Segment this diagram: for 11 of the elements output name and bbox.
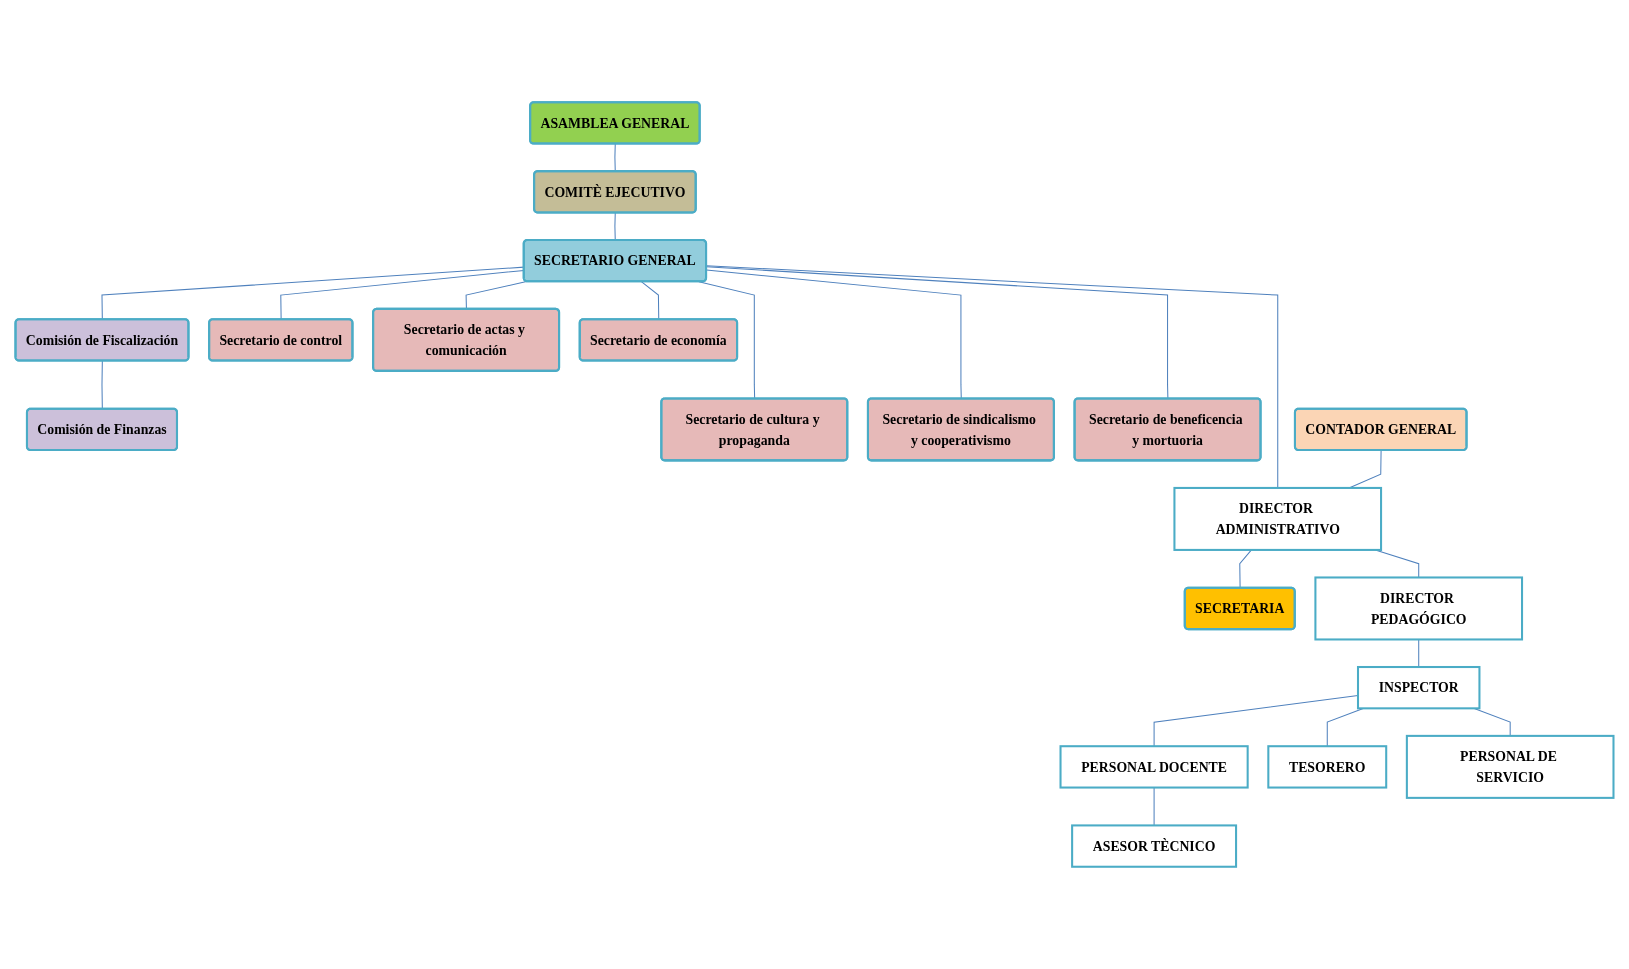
connector [1153, 787, 1155, 826]
node-box: INSPECTOR [1356, 665, 1481, 710]
node-box: DIRECTOR PEDAGÓGICO [1314, 576, 1524, 641]
node-box: PERSONAL DOCENTE [1059, 745, 1249, 789]
node-box: DIRECTOR ADMINISTRATIVO [1173, 486, 1383, 551]
connector [1153, 695, 1359, 747]
connector [614, 143, 616, 172]
connector [614, 212, 616, 241]
node-box: ASESOR TÈCNICO [1071, 824, 1238, 868]
node-box: PERSONAL DE SERVICIO [1405, 734, 1615, 799]
node-box: TESORERO [1267, 745, 1388, 789]
